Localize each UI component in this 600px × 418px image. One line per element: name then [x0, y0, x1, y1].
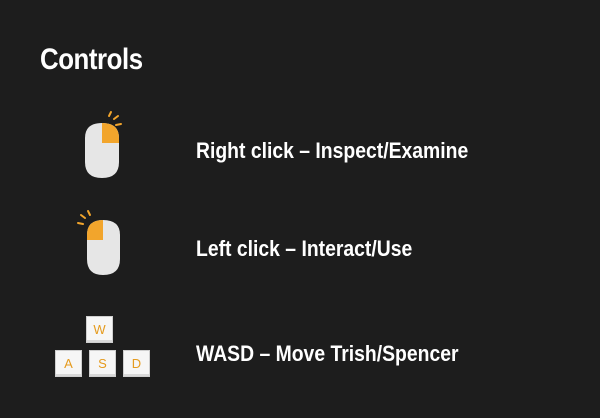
control-label-left-click: Left click – Interact/Use: [196, 236, 413, 261]
mouse-left-click-icon: [77, 210, 120, 275]
control-label-right-click: Right click – Inspect/Examine: [196, 138, 469, 163]
page-title: Controls: [40, 43, 143, 76]
control-label-wasd: WASD – Move Trish/Spencer: [196, 341, 459, 366]
control-row-right-click: Right click – Inspect/Examine: [0, 110, 600, 185]
wasd-keys-icon: W A S D: [52, 312, 156, 380]
key-s: S: [89, 350, 116, 377]
key-a: A: [55, 350, 82, 377]
control-row-wasd: W A S D WASD – Move Trish/Spencer: [0, 312, 600, 382]
key-w: W: [86, 316, 113, 343]
mouse-right-click-icon: [85, 111, 122, 178]
control-row-left-click: Left click – Interact/Use: [0, 205, 600, 280]
key-d: D: [123, 350, 150, 377]
